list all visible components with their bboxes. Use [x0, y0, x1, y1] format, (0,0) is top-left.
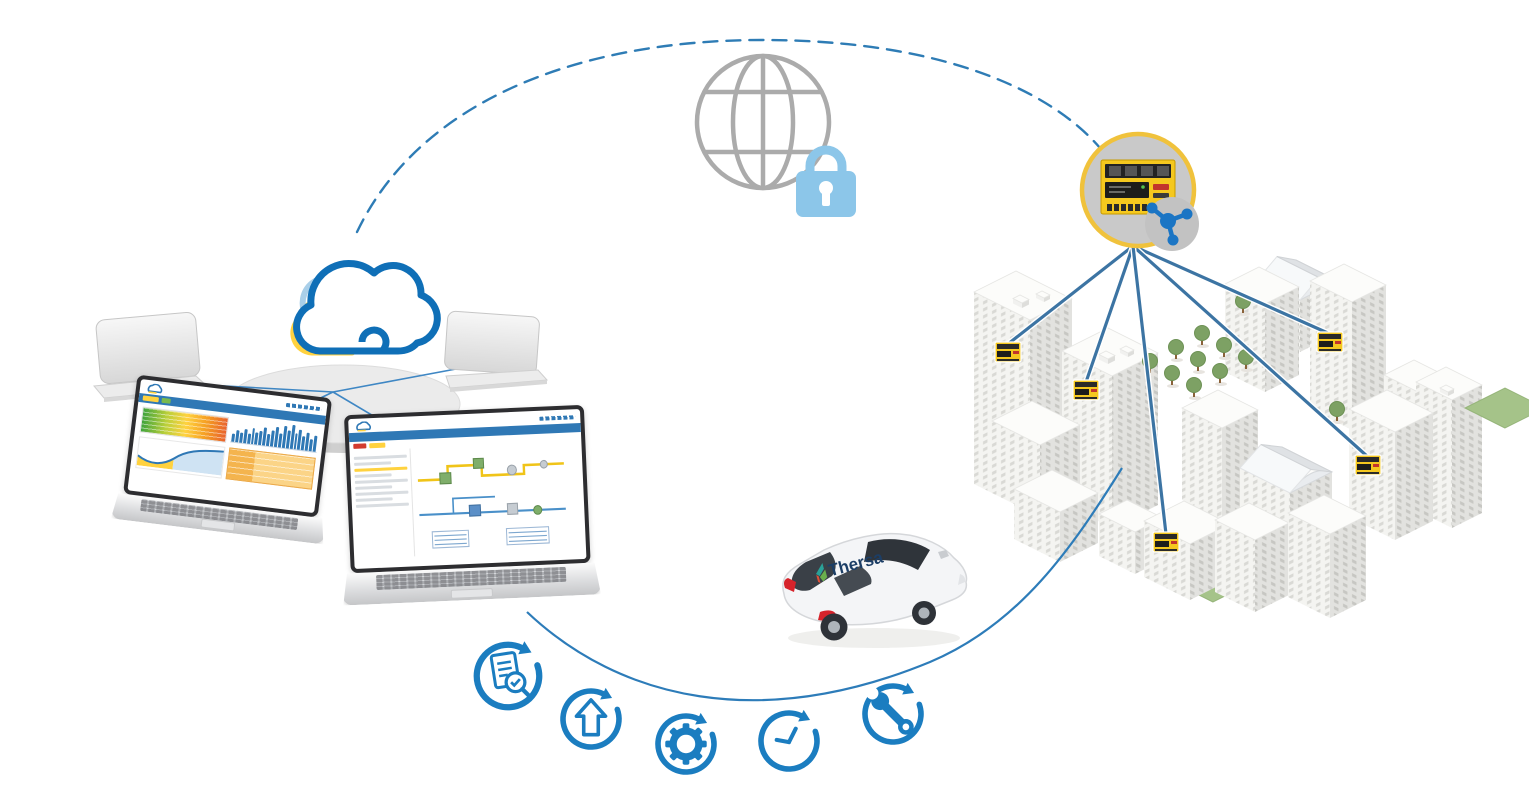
- gateway-cluster: [1079, 131, 1199, 251]
- service-process-icons: [473, 641, 924, 775]
- schedule-table-widget: [225, 447, 316, 490]
- building-controller-device: [1152, 531, 1180, 553]
- wrench-icon: [862, 682, 924, 745]
- secure-lock-icon: [796, 145, 856, 217]
- bar-chart-widget: [230, 417, 320, 453]
- app-cloud-logo-icon: [356, 420, 371, 432]
- tree-sidebar: [349, 448, 416, 560]
- nav-chip: [142, 395, 160, 403]
- building-controller-device: [1316, 331, 1344, 353]
- app-cloud-logo-icon: [147, 383, 163, 394]
- plant-schematic-canvas: [411, 441, 586, 556]
- service-loop-curve: [526, 467, 1123, 702]
- report-check-icon: [473, 641, 543, 711]
- network-nodes-icon: [1146, 202, 1193, 246]
- building-controllers: [994, 331, 1382, 553]
- secure-connection-arc: [355, 38, 1102, 234]
- vendor-logo: [285, 402, 323, 411]
- trend-chart-widget: [135, 436, 226, 479]
- building-controller-device: [1354, 454, 1382, 476]
- building-controller-device: [1072, 379, 1100, 401]
- laptop-schematic: [343, 404, 592, 605]
- gear-icon: [655, 712, 717, 775]
- alarm-chip: [353, 443, 367, 449]
- nav-chip: [161, 397, 171, 404]
- internet-globe-icon: [694, 53, 832, 191]
- laptop-dashboard: [120, 374, 333, 544]
- building-controller-device: [994, 341, 1022, 363]
- vendor-logo: [539, 414, 576, 421]
- touchpad: [451, 588, 493, 599]
- gateway-to-building-links: [1005, 243, 1371, 537]
- service-car: Thersa: [782, 532, 968, 648]
- smart-city: [973, 255, 1529, 618]
- warning-chip: [369, 442, 386, 449]
- clock-icon: [758, 709, 820, 772]
- dashboard-screen: [123, 374, 333, 518]
- cloud-icon: [290, 260, 441, 356]
- schematic-screen: [343, 404, 591, 574]
- laptop-back-right: [444, 310, 549, 392]
- upload-arrow-icon: [560, 687, 622, 750]
